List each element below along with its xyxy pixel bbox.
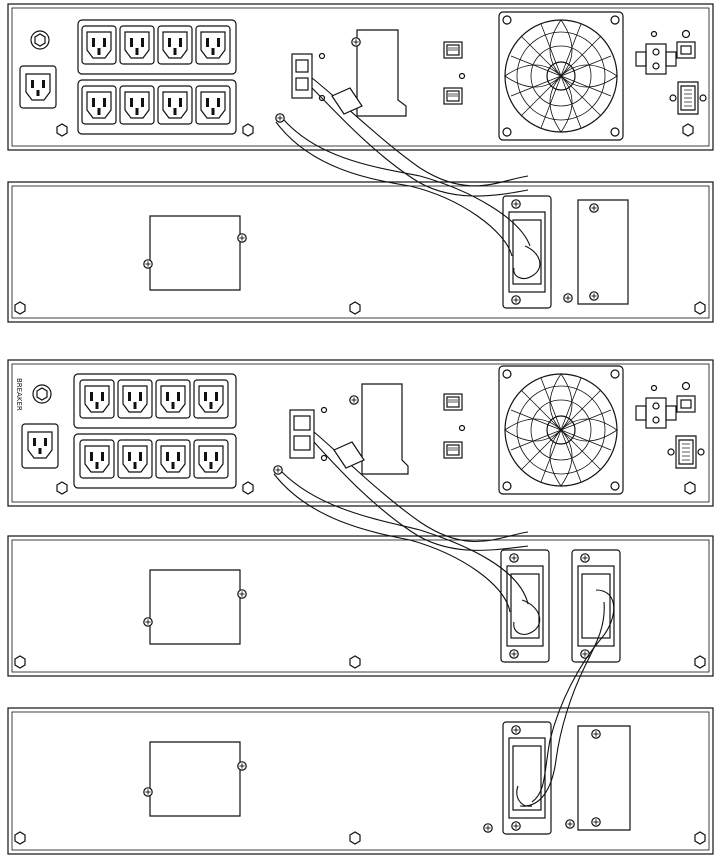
battery-cable-2 bbox=[273, 431, 541, 635]
ups-unit-2: BREAKER bbox=[7, 359, 714, 507]
usb-port-icon bbox=[676, 41, 696, 59]
battery-pack-1 bbox=[7, 181, 714, 323]
battery-cover-plate-1 bbox=[149, 215, 241, 291]
db9-port-icon bbox=[667, 435, 705, 469]
rj45-port-icon bbox=[443, 441, 463, 459]
battery-cable-1 bbox=[275, 77, 541, 279]
outlet-group-bottom-1 bbox=[77, 79, 237, 135]
fan-icon bbox=[498, 11, 624, 141]
rj45-port-icon bbox=[443, 87, 463, 105]
fan-icon bbox=[498, 365, 624, 495]
dry-contact-block-1 bbox=[635, 43, 677, 75]
outlet-group-bottom-2 bbox=[73, 433, 237, 489]
ups-unit-1 bbox=[7, 3, 714, 151]
battery-pack-2b bbox=[7, 707, 714, 855]
db9-port-icon bbox=[669, 81, 707, 115]
battery-terminal-1 bbox=[291, 52, 326, 102]
rj45-port-icon bbox=[443, 41, 463, 59]
ac-input-socket bbox=[19, 65, 57, 109]
cover-plate-1 bbox=[356, 29, 407, 117]
breaker-icon bbox=[34, 33, 46, 47]
battery-link-cable bbox=[516, 589, 615, 807]
ac-input-socket bbox=[21, 423, 59, 469]
battery-terminal-2 bbox=[289, 406, 328, 462]
usb-port-icon bbox=[676, 395, 696, 413]
rj45-port-icon bbox=[443, 393, 463, 411]
outlet-group-top-1 bbox=[77, 19, 237, 75]
outlet-group-top-2 bbox=[73, 373, 237, 429]
battery-pack-2a bbox=[7, 535, 714, 677]
dry-contact-block-2 bbox=[635, 397, 677, 429]
breaker-label: BREAKER bbox=[15, 378, 23, 411]
